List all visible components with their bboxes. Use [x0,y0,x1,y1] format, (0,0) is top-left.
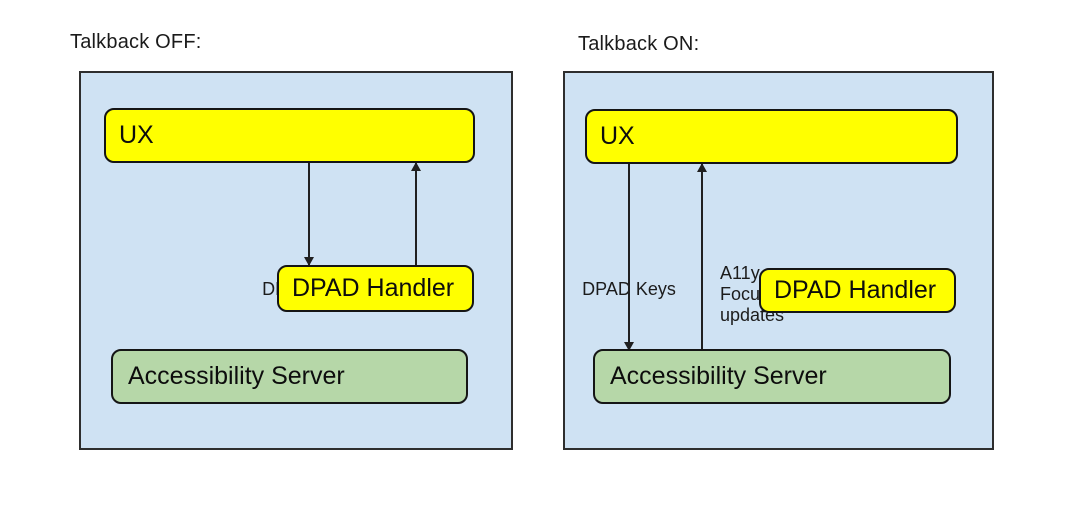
dpad-keys-arrow [622,164,636,351]
ux-box: UX [585,109,958,164]
ux-label: UX [600,122,635,150]
ui-updates-arrow [409,162,423,265]
dpad-keys-arrow [302,163,316,266]
accessibility-server-label: Accessibility Server [128,362,345,390]
arrowhead-down-icon [624,342,634,351]
talkback-off-title: Talkback OFF: [70,31,202,53]
arrow-shaft [628,164,630,350]
dpad-handler-box: DPAD Handler [759,268,956,313]
talkback-on-title: Talkback ON: [578,33,700,55]
accessibility-server-box: Accessibility Server [593,349,951,404]
accessibility-server-box: Accessibility Server [111,349,468,404]
ux-label: UX [119,121,154,149]
arrow-shaft [701,164,703,350]
a11y-label-line: A11y [720,263,760,283]
arrowhead-down-icon [304,257,314,266]
talkback-off-panel: UX DPAD Keys UI updates DPAD Handler Acc… [79,71,513,450]
dpad-handler-label: DPAD Handler [774,276,937,304]
arrow-shaft [308,163,310,265]
dpad-handler-label: DPAD Handler [292,274,455,302]
a11y-label-line: Focus [720,284,770,304]
talkback-on-panel: UX DPAD Keys A11y Focus updates DPAD Han… [563,71,994,450]
arrow-shaft [415,163,417,265]
arrowhead-up-icon [411,162,421,171]
ux-box: UX [104,108,475,163]
a11y-focus-updates-arrow [695,163,709,350]
dpad-handler-box: DPAD Handler [277,265,474,312]
arrowhead-up-icon [697,163,707,172]
accessibility-server-label: Accessibility Server [610,362,827,390]
